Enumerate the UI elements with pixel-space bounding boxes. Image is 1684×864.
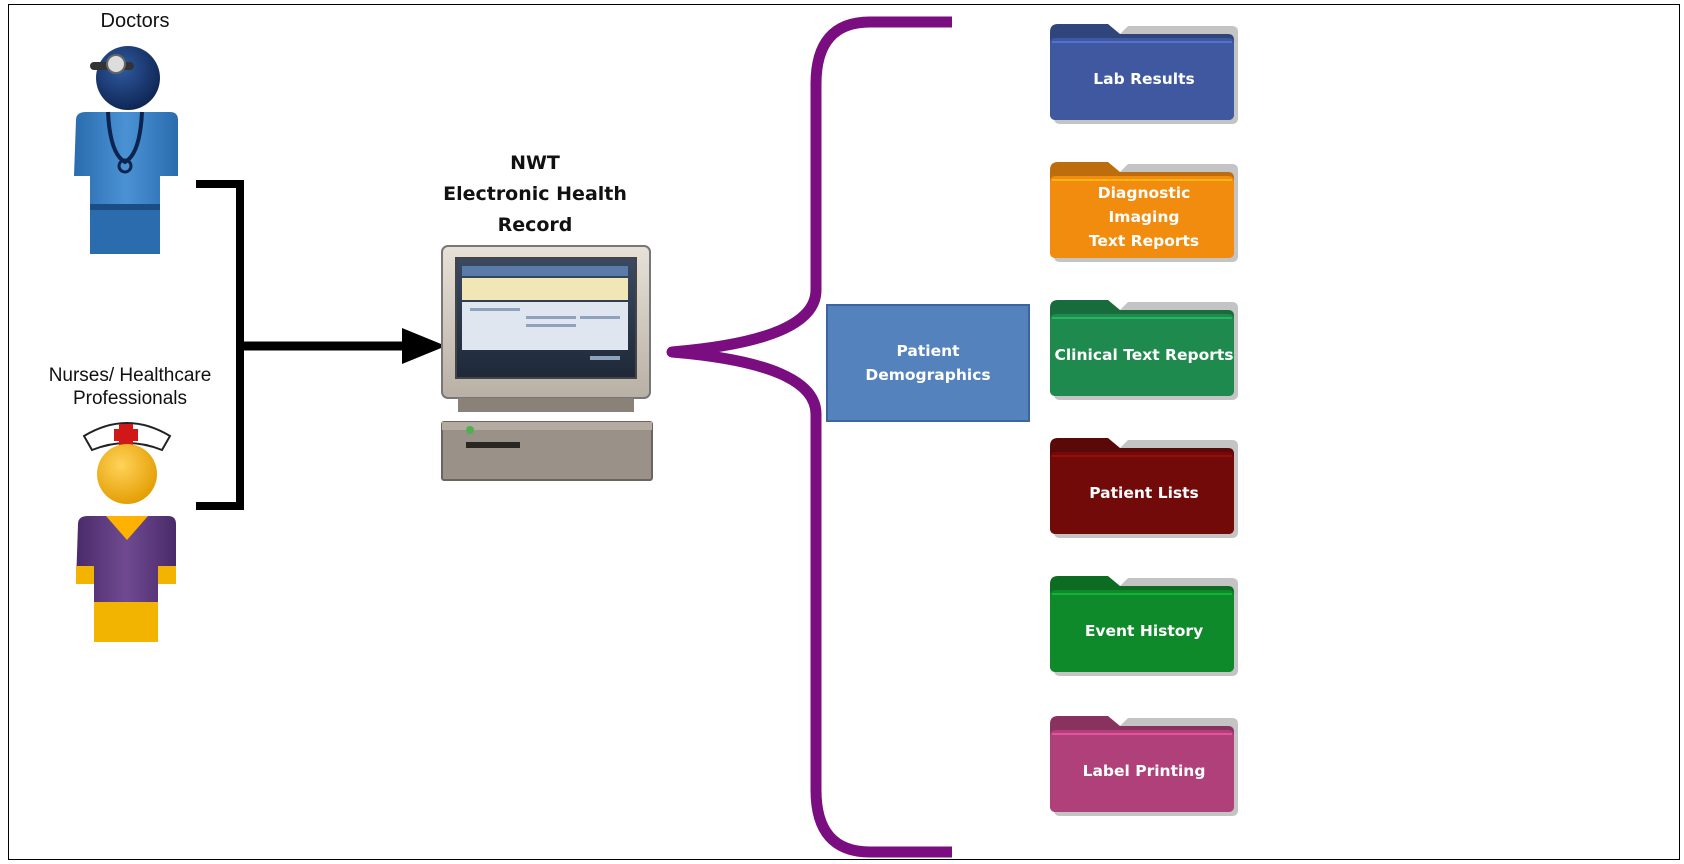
folder-label-printing: Label Printing [1048, 712, 1240, 816]
folder-icon [1050, 716, 1238, 816]
folder-label: Lab Results [1093, 70, 1195, 88]
folder-icon [1050, 300, 1238, 400]
folder-label: Label Printing [1082, 762, 1206, 780]
folder-patient-lists: Patient Lists [1048, 434, 1240, 538]
folder-icon [1050, 24, 1238, 124]
connector-arrow [196, 180, 446, 510]
doctor-icon [74, 46, 178, 254]
nurses-label: Nurses/ Healthcare Professionals [48, 365, 212, 409]
folder-clinical-text-reports: Clinical Text Reports [1048, 296, 1240, 400]
diagram-frame [8, 4, 1680, 860]
folder-event-history: Event History [1048, 572, 1240, 676]
folder-label: Event History [1084, 622, 1204, 640]
folder-icon [1050, 438, 1238, 538]
folder-lab-results: Lab Results [1048, 20, 1240, 124]
computer-icon [441, 245, 653, 481]
doctors-label: Doctors [100, 10, 170, 32]
brace-bracket [666, 16, 952, 858]
folder-label: Patient Lists [1089, 484, 1199, 502]
folder-icon [1050, 576, 1238, 676]
nurse-icon [76, 422, 176, 642]
folder-icon [1050, 162, 1238, 262]
folder-label: Diagnostic Imaging Text Reports [1088, 184, 1200, 250]
folder-label: Clinical Text Reports [1054, 346, 1234, 364]
patient-demographics-box: Patient Demographics [826, 304, 1030, 422]
folder-diagnostic-imaging-text-reports: Diagnostic Imaging Text Reports [1048, 158, 1240, 262]
ehr-title: NWT Electronic Health Record [443, 152, 627, 236]
